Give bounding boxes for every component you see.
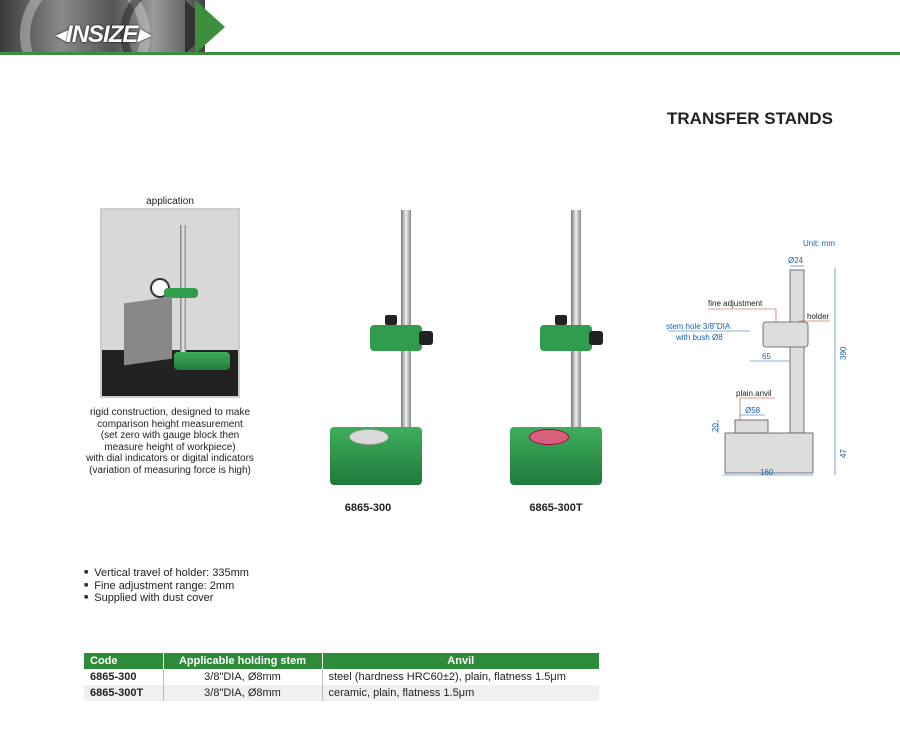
dim-47: 47	[839, 449, 848, 458]
col-header-anvil: Anvil	[321, 653, 599, 669]
dim-20: 20	[711, 423, 720, 432]
product-code-label: 6865-300T	[529, 502, 583, 514]
unit-label: Unit: mm	[803, 239, 835, 248]
header-banner: ◂INSIZE▸	[0, 0, 900, 55]
bush-label: with bush Ø8	[675, 333, 723, 342]
dim-65: 65	[762, 352, 771, 361]
dim-160: 160	[760, 468, 774, 477]
table-row: 6865-300T 3/8"DIA, Ø8mm ceramic, plain, …	[84, 685, 599, 701]
product-image-6865-300	[325, 205, 435, 490]
dim-d24: Ø24	[788, 256, 804, 265]
page-title: TRANSFER STANDS	[667, 109, 833, 128]
feature-item: Vertical travel of holder: 335mm	[84, 567, 249, 580]
header-chevron	[195, 0, 225, 54]
col-header-code: Code	[84, 653, 163, 669]
application-description: rigid construction, designed to make com…	[86, 407, 254, 476]
holder-label: holder	[807, 312, 830, 321]
feature-list: Vertical travel of holder: 335mm Fine ad…	[84, 567, 249, 605]
product-image-6865-300T	[505, 205, 615, 490]
spec-table: Code Applicable holding stem Anvil 6865-…	[84, 653, 599, 701]
feature-item: Supplied with dust cover	[84, 592, 249, 605]
product-code-label: 6865-300	[344, 502, 392, 514]
col-header-stem: Applicable holding stem	[162, 653, 322, 669]
application-photo	[100, 208, 240, 398]
plain-anvil-label: plain anvil	[736, 389, 772, 398]
table-row: 6865-300 3/8"DIA, Ø8mm steel (hardness H…	[84, 669, 599, 685]
header-line	[0, 52, 900, 55]
header-image	[0, 0, 205, 53]
dim-390: 390	[839, 346, 848, 360]
insize-logo: ◂INSIZE▸	[55, 21, 149, 48]
stem-hole-label: stem hole 3/8"DIA	[666, 322, 731, 331]
dim-d58: Ø58	[745, 406, 761, 415]
fine-adjustment-label: fine adjustment	[708, 299, 763, 308]
table-header-row: Code Applicable holding stem Anvil	[84, 653, 599, 669]
feature-item: Fine adjustment range: 2mm	[84, 580, 249, 593]
application-caption: application	[146, 196, 194, 207]
dimension-diagram: Unit: mm Ø24 stem hole 3/8"DIA with bush…	[666, 239, 848, 477]
